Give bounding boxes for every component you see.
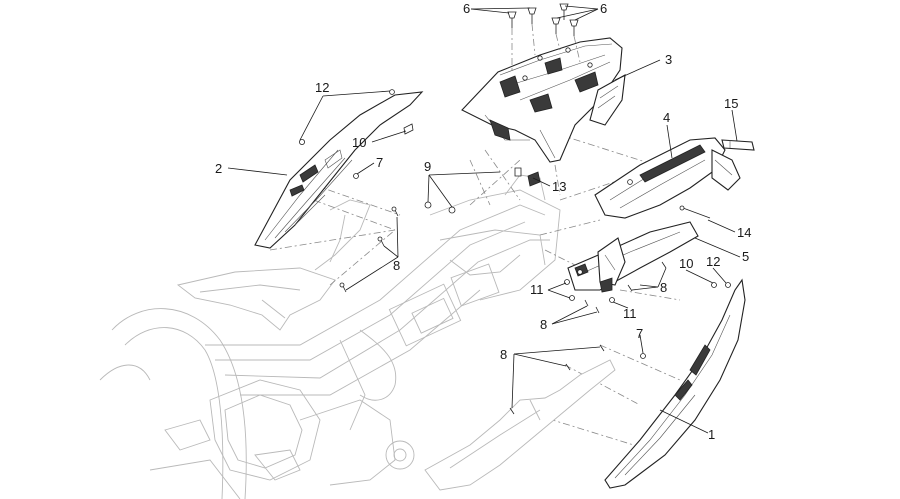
callout-7-right: 7 — [636, 326, 643, 341]
callout-8-mid: 8 — [540, 317, 547, 332]
callout-8-mid-right: 8 — [660, 280, 667, 295]
part-4-tail-cover — [594, 137, 741, 219]
callout-8-bottom: 8 — [500, 347, 507, 362]
part-5-bracket — [567, 221, 699, 293]
callout-10-right: 10 — [679, 256, 693, 271]
callout-6-right: 6 — [600, 1, 607, 16]
callout-2: 2 — [215, 161, 222, 176]
callout-12-right: 12 — [706, 254, 720, 269]
callout-1: 1 — [708, 427, 715, 442]
callout-labels: 6 6 3 12 15 4 10 7 2 9 13 14 5 8 10 12 1… — [215, 1, 751, 442]
part-1-right-side-panel — [604, 278, 746, 489]
callout-3: 3 — [665, 52, 672, 67]
callout-5: 5 — [742, 249, 749, 264]
lower-middle-panel — [424, 359, 616, 491]
callout-11-right: 11 — [623, 306, 637, 321]
callout-8-left: 8 — [393, 258, 400, 273]
part-3-seat-tray — [461, 37, 626, 163]
motorcycle-frame-outline — [99, 174, 561, 499]
part-6-fasteners — [507, 3, 581, 70]
callout-15: 15 — [724, 96, 738, 111]
callout-14: 14 — [737, 225, 751, 240]
callout-13: 13 — [552, 179, 566, 194]
callout-12-left: 12 — [315, 80, 329, 95]
callout-6-left: 6 — [463, 1, 470, 16]
callout-7-left: 7 — [376, 155, 383, 170]
part-14-pin — [679, 205, 711, 219]
part-15-plate — [721, 139, 755, 151]
part-2-left-side-panel — [254, 89, 424, 249]
callout-11-left: 11 — [530, 282, 544, 297]
callout-9: 9 — [424, 159, 431, 174]
leader-lines — [227, 5, 741, 434]
callout-10-left: 10 — [352, 135, 366, 150]
callout-4: 4 — [663, 110, 670, 125]
